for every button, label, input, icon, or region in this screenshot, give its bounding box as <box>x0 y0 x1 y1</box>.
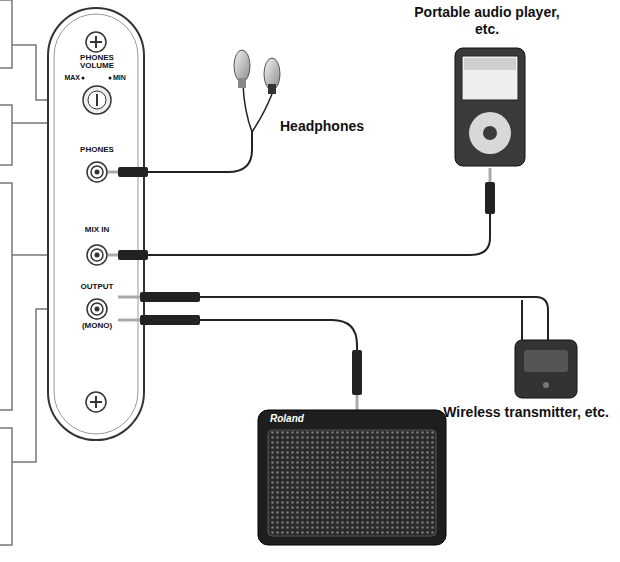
brand-logo: Roland <box>270 413 330 425</box>
wireless-transmitter <box>515 300 577 398</box>
device-label: Wireless transmitter, etc. <box>436 404 616 421</box>
scale-label: MAX <box>56 74 80 82</box>
output-cables <box>118 292 548 410</box>
device-label: Portable audio player, etc. <box>402 4 572 38</box>
headphones <box>108 50 280 177</box>
jack-label: (MONO) <box>62 321 132 331</box>
jack-label: OUTPUT <box>62 282 132 292</box>
scale-label: MIN <box>113 74 137 82</box>
audio-player <box>108 48 525 260</box>
amplifier <box>258 410 446 545</box>
device-label: Headphones <box>280 118 390 135</box>
jack-label: PHONES <box>62 145 132 155</box>
jack-label: MIX IN <box>62 225 132 235</box>
jack-panel <box>48 8 144 440</box>
control-label: PHONES VOLUME <box>70 54 124 71</box>
